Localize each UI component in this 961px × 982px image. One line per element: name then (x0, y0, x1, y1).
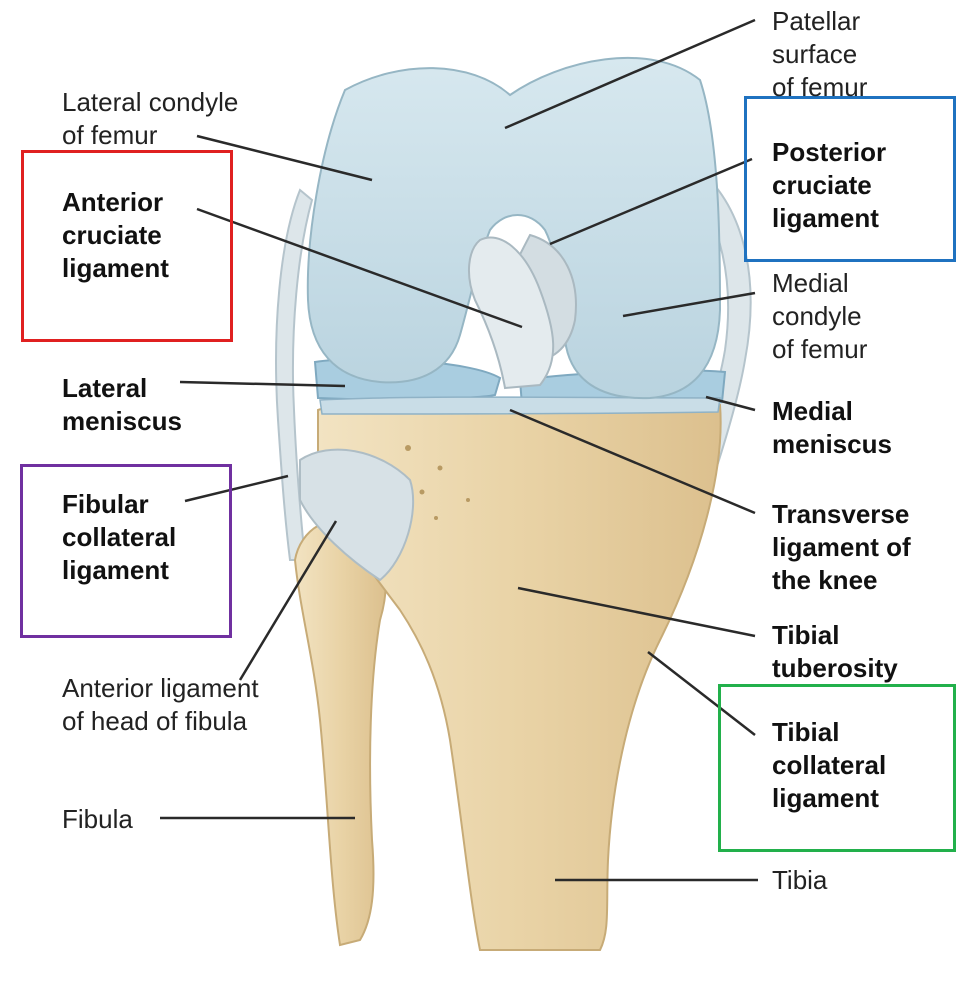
label-tibial-collateral: Tibial collateral ligament (772, 716, 886, 815)
label-medial-condyle: Medial condyle of femur (772, 267, 867, 366)
label-fibula: Fibula (62, 803, 133, 836)
label-tibial-tuberosity: Tibial tuberosity (772, 619, 898, 685)
label-medial-meniscus: Medial meniscus (772, 395, 892, 461)
label-lateral-condyle: Lateral condyle of femur (62, 86, 238, 152)
fibula-shape (295, 520, 386, 945)
label-transverse-ligament: Transverse ligament of the knee (772, 498, 911, 597)
label-fibular-collateral: Fibular collateral ligament (62, 488, 176, 587)
transverse-ligament-shape (320, 397, 720, 414)
label-tibia: Tibia (772, 864, 827, 897)
label-anterior-ligament-fibula: Anterior ligament of head of fibula (62, 672, 259, 738)
label-pcl: Posterior cruciate ligament (772, 136, 886, 235)
label-lateral-meniscus: Lateral meniscus (62, 372, 182, 438)
label-acl: Anterior cruciate ligament (62, 186, 169, 285)
label-patellar-surface: Patellar surface of femur (772, 5, 867, 104)
